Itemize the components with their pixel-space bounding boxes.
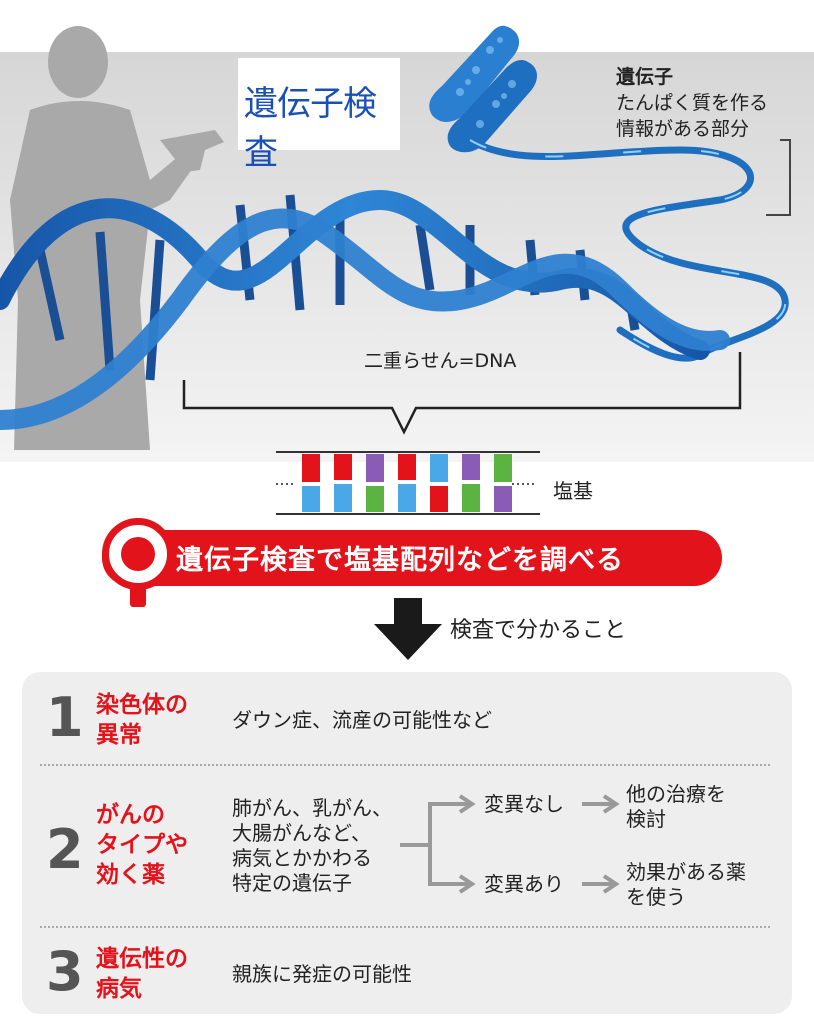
result-description: ダウン症、流産の可能性など	[232, 708, 492, 732]
branch-outcome: 他の治療を 検討	[626, 782, 726, 832]
result-category: 遺伝性の 病気	[96, 944, 188, 1004]
description-line: 大腸がんなど、	[232, 821, 371, 845]
category-line: タイプや	[96, 832, 188, 858]
outcome-line: を使う	[626, 885, 686, 909]
outcome-line: 検討	[626, 807, 666, 831]
row-divider	[40, 926, 770, 928]
branch-condition: 変異なし	[484, 792, 564, 816]
arrow-caption: 検査で分かること	[450, 618, 627, 643]
result-category: 染色体の 異常	[96, 690, 188, 750]
page-title: 遺伝子検査	[244, 84, 377, 173]
description-line: 病気とかかわる	[232, 846, 372, 870]
branch-arrows	[400, 794, 620, 894]
base-pairs	[276, 451, 540, 515]
category-line: 異常	[96, 722, 142, 748]
category-line: 染色体の	[96, 692, 188, 718]
result-number: 1	[46, 686, 84, 749]
gene-label: 遺伝子	[616, 66, 674, 88]
magnifier-handle	[130, 585, 146, 607]
category-line: 効く薬	[96, 862, 165, 888]
test-banner: 遺伝子検査で塩基配列などを調べる	[102, 530, 722, 586]
gene-description-line: 情報がある部分	[616, 118, 750, 140]
base-label: 塩基	[553, 479, 593, 503]
result-category: がんの タイプや 効く薬	[96, 800, 188, 890]
result-description: 親族に発症の可能性	[232, 962, 412, 986]
branch-outcome: 効果がある薬 を使う	[626, 860, 746, 910]
row-divider	[40, 764, 770, 766]
category-line: 遺伝性の	[96, 946, 188, 972]
title-box: 遺伝子検査	[238, 58, 400, 173]
outcome-line: 他の治療を	[626, 782, 726, 806]
gene-callout-line	[766, 139, 791, 216]
down-arrow-icon	[374, 598, 442, 660]
dna-label: 二重らせん=DNA	[364, 350, 517, 372]
magnifier-icon	[102, 518, 174, 590]
outcome-line: 効果がある薬	[626, 860, 746, 884]
description-line: 特定の遺伝子	[232, 871, 352, 895]
dna-bracket	[182, 352, 742, 435]
dna-illustration	[0, 25, 814, 660]
result-number: 2	[46, 818, 84, 881]
description-line: 肺がん、乳がん、	[232, 796, 392, 820]
result-description: 肺がん、乳がん、 大腸がんなど、 病気とかかわる 特定の遺伝子	[232, 796, 392, 896]
category-line: がんの	[96, 802, 165, 828]
branch-condition: 変異あり	[484, 872, 564, 896]
result-number: 3	[46, 940, 84, 1003]
dna-double-helix	[0, 189, 730, 430]
chromosome-icon	[429, 25, 537, 153]
category-line: 病気	[96, 976, 142, 1002]
gene-description-line: たんぱく質を作る	[616, 92, 769, 114]
gene-description: たんぱく質を作る 情報がある部分	[616, 90, 806, 142]
banner-text: 遺伝子検査で塩基配列などを調べる	[176, 545, 624, 576]
